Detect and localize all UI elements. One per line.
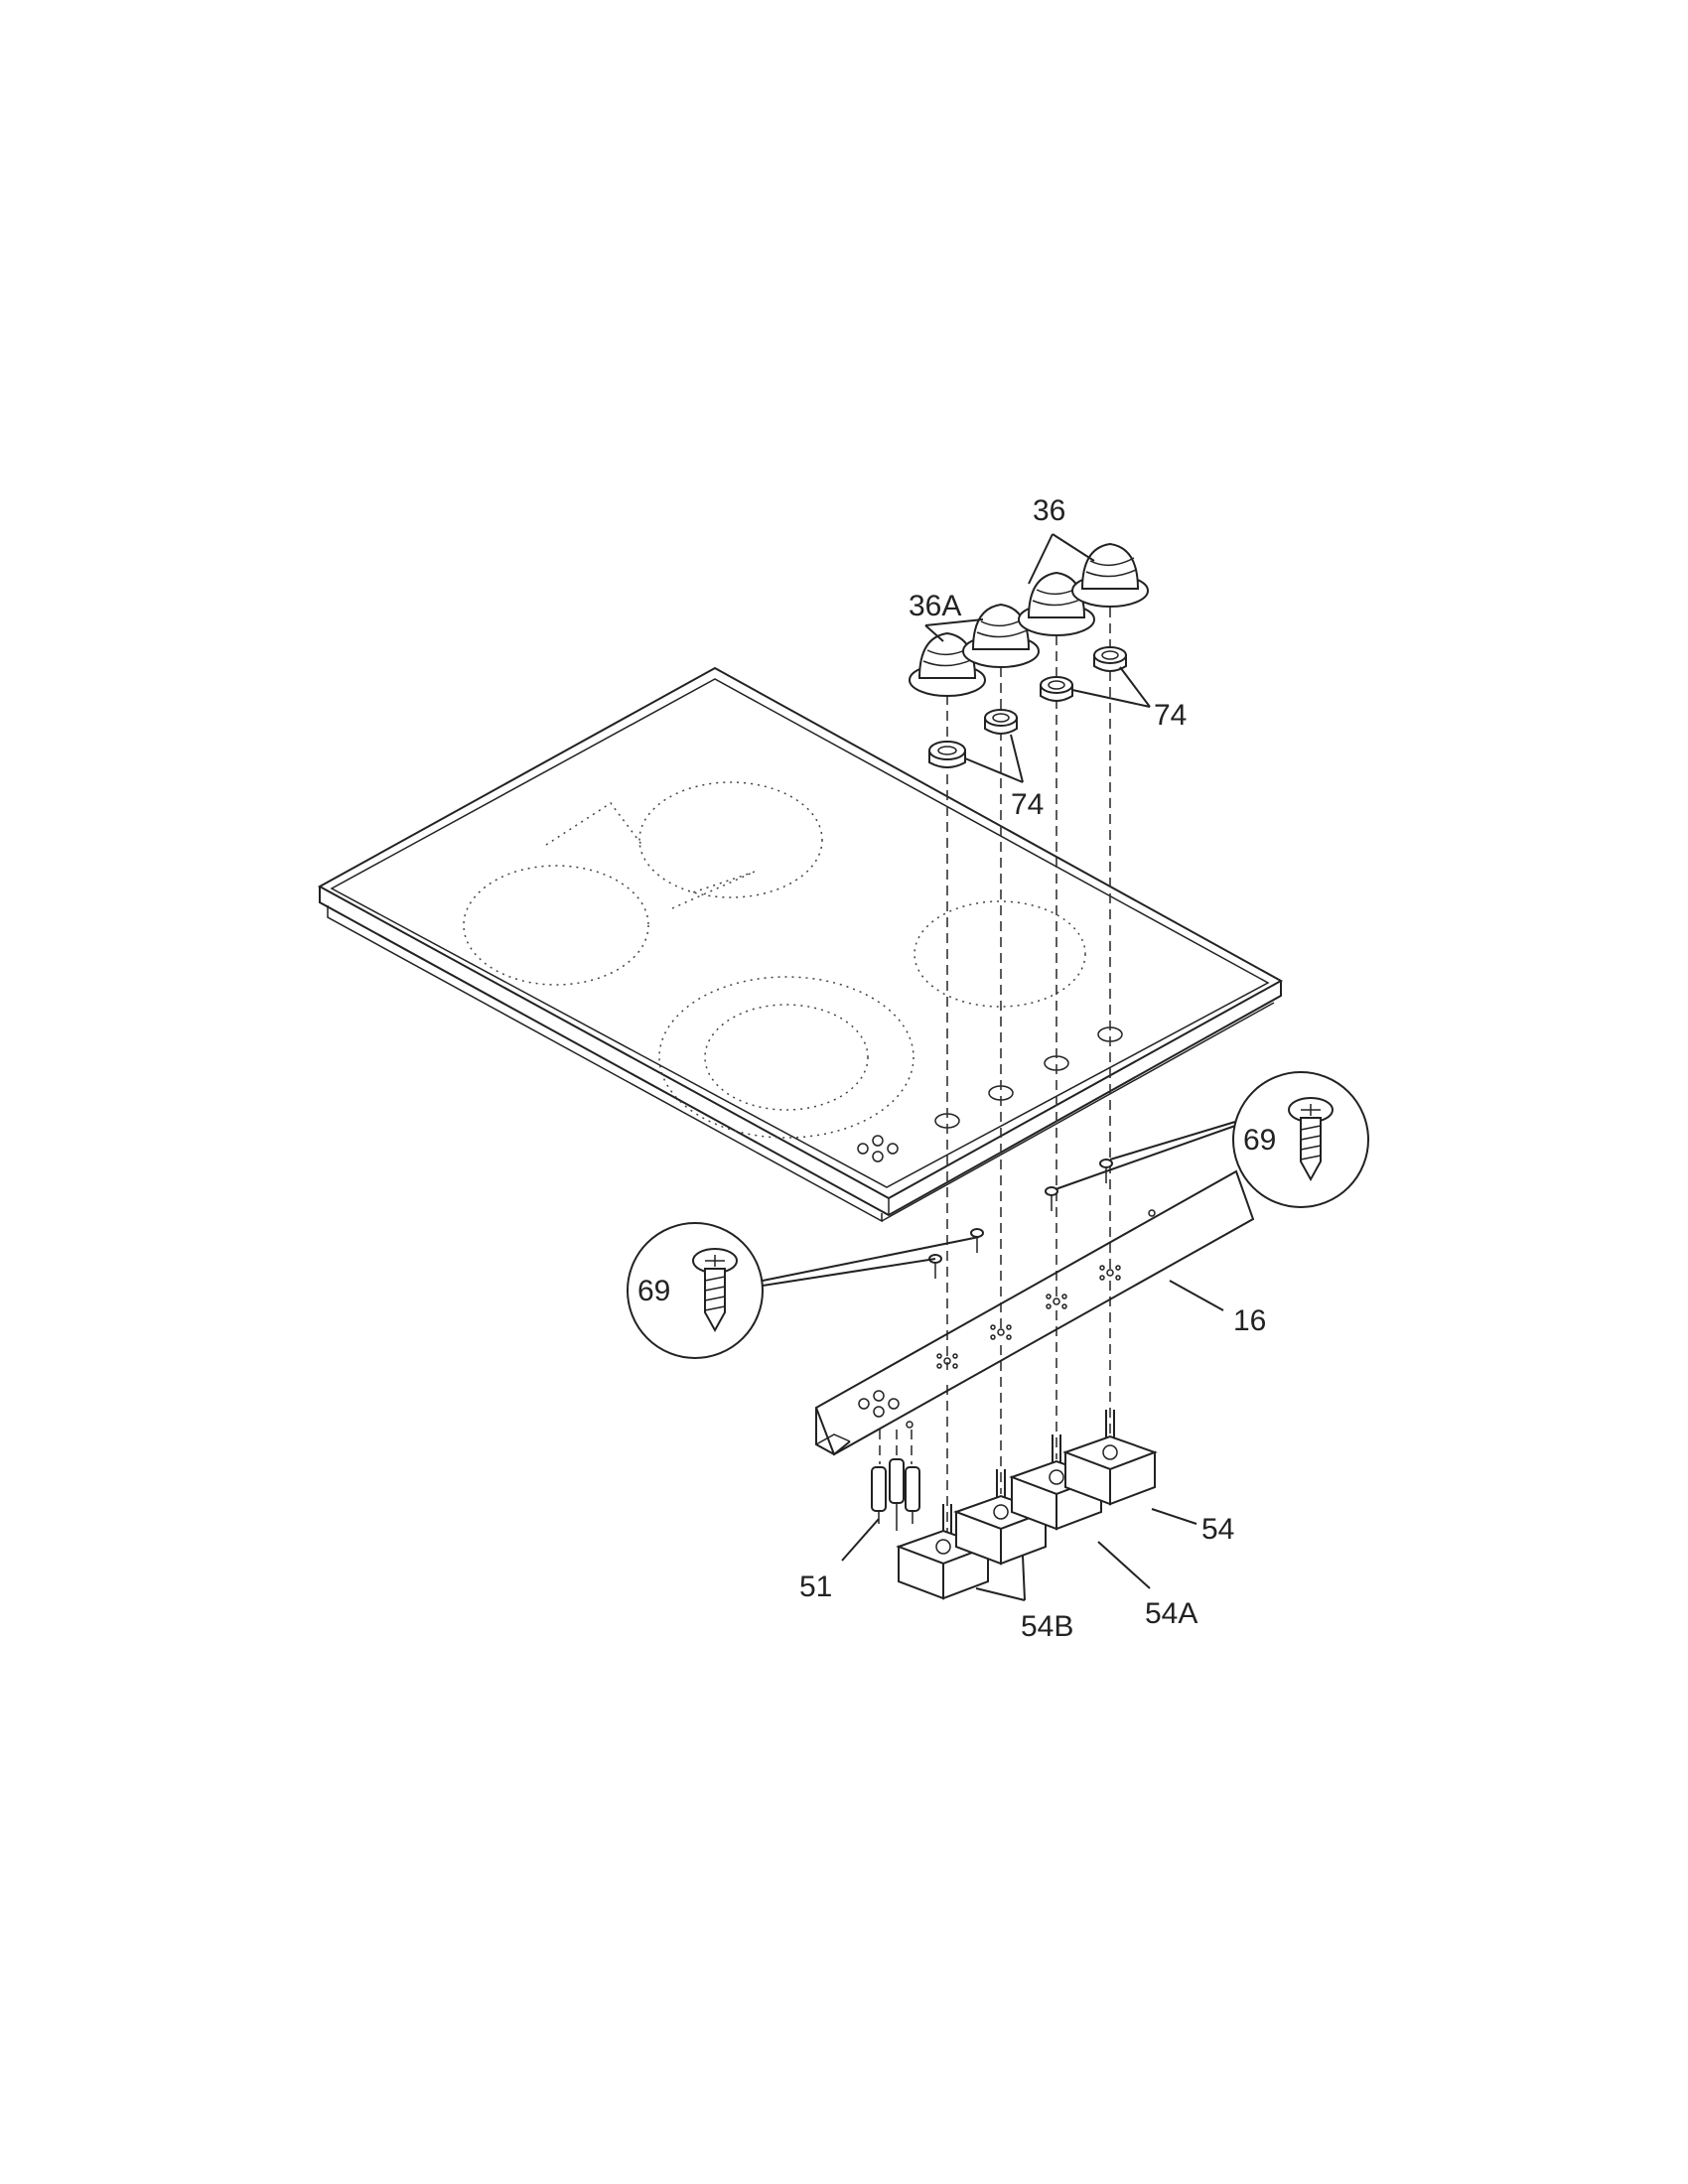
bezel-74-2-icon [984, 709, 1018, 735]
switch-54b-right-icon [953, 1469, 1049, 1566]
detail-circle-69-left [627, 1222, 980, 1359]
callout-54: 54 [1201, 1513, 1234, 1546]
leader-lines [841, 533, 1224, 1601]
callout-54b: 54B [1021, 1610, 1073, 1643]
knob-36a-right-icon [962, 603, 1040, 668]
switch-54-icon [1062, 1410, 1158, 1506]
control-bracket-16 [814, 1169, 1255, 1456]
bezel-74-1-icon [928, 741, 966, 768]
detail-circle-69-right [1055, 1071, 1369, 1208]
callout-36a: 36A [909, 590, 961, 622]
callout-69-left: 69 [637, 1275, 670, 1307]
callout-54a: 54A [1145, 1597, 1197, 1630]
assembly-lines [879, 608, 1111, 1534]
knob-36-left-icon [1018, 571, 1095, 636]
knob-36-right-icon [1071, 542, 1149, 608]
callout-69-right: 69 [1243, 1124, 1276, 1157]
callout-74-left: 74 [1011, 788, 1044, 821]
callout-74-right: 74 [1154, 699, 1187, 732]
bezel-74-3-icon [1040, 676, 1073, 702]
callout-51: 51 [799, 1570, 832, 1603]
knob-36a-left-icon [909, 631, 986, 697]
callout-36: 36 [1033, 494, 1065, 527]
bezel-74-4-icon [1093, 646, 1127, 672]
cooktop-glass [317, 666, 1284, 1223]
callout-16: 16 [1233, 1304, 1266, 1337]
indicator-lamps-51-icon [871, 1458, 920, 1531]
